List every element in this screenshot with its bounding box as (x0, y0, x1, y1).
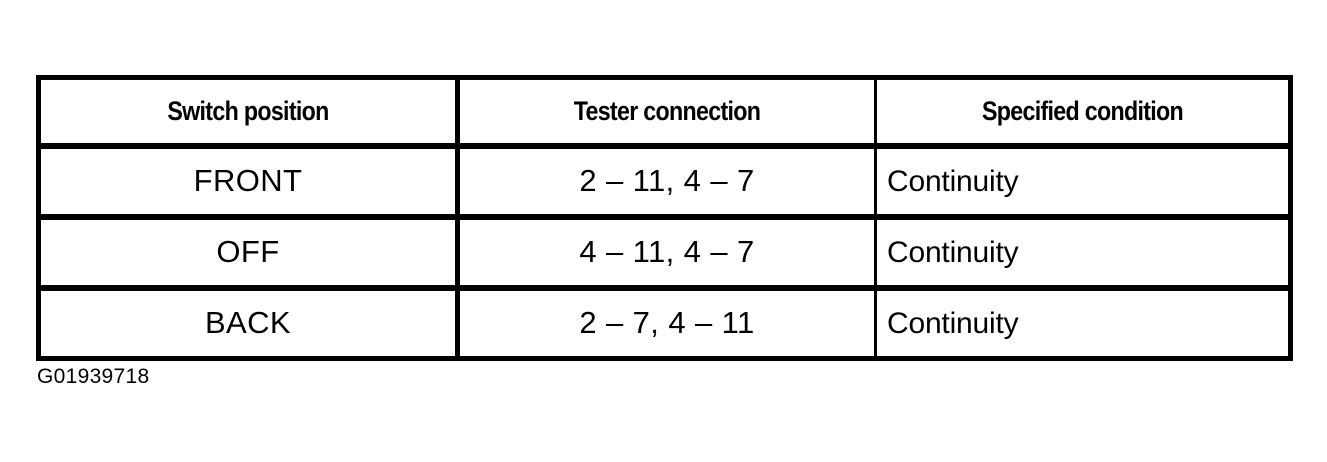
cell-specified-condition-value: Continuity (887, 235, 1019, 269)
cell-switch-position: FRONT (37, 144, 460, 220)
cell-tester-connection: 2 – 7, 4 – 11 (456, 286, 877, 359)
column-header-tester-connection: Tester connection (456, 76, 877, 149)
specification-table: Switch position Tester connection Specif… (36, 75, 1293, 361)
cell-tester-connection: 4 – 11, 4 – 7 (456, 215, 877, 291)
table-header-row: Switch position Tester connection Specif… (37, 76, 1292, 149)
table-row: FRONT 2 – 11, 4 – 7 Continuity (37, 144, 1292, 220)
cell-specified-condition: Continuity (874, 215, 1292, 291)
column-header-specified-condition: Specified condition (874, 76, 1292, 149)
column-header-tester-connection-label: Tester connection (573, 96, 761, 127)
figure-id-caption: G01939718 (37, 365, 150, 388)
column-header-switch-position: Switch position (37, 76, 460, 149)
table-row: BACK 2 – 7, 4 – 11 Continuity (37, 286, 1292, 359)
cell-specified-condition: Continuity (874, 286, 1292, 359)
cell-specified-condition: Continuity (874, 144, 1292, 220)
cell-specified-condition-value: Continuity (887, 306, 1019, 340)
cell-switch-position-value: BACK (204, 305, 292, 341)
table-row: OFF 4 – 11, 4 – 7 Continuity (37, 215, 1292, 291)
cell-switch-position: BACK (37, 286, 460, 359)
cell-switch-position: OFF (37, 215, 460, 291)
cell-switch-position-value: FRONT (193, 163, 303, 199)
cell-tester-connection-value: 4 – 11, 4 – 7 (579, 234, 755, 270)
cell-specified-condition-value: Continuity (887, 164, 1019, 198)
column-header-switch-position-label: Switch position (167, 96, 329, 127)
cell-tester-connection: 2 – 11, 4 – 7 (456, 144, 877, 220)
cell-switch-position-value: OFF (216, 234, 280, 270)
cell-tester-connection-value: 2 – 11, 4 – 7 (579, 163, 755, 199)
column-header-specified-condition-label: Specified condition (981, 96, 1184, 127)
cell-tester-connection-value: 2 – 7, 4 – 11 (579, 305, 755, 341)
